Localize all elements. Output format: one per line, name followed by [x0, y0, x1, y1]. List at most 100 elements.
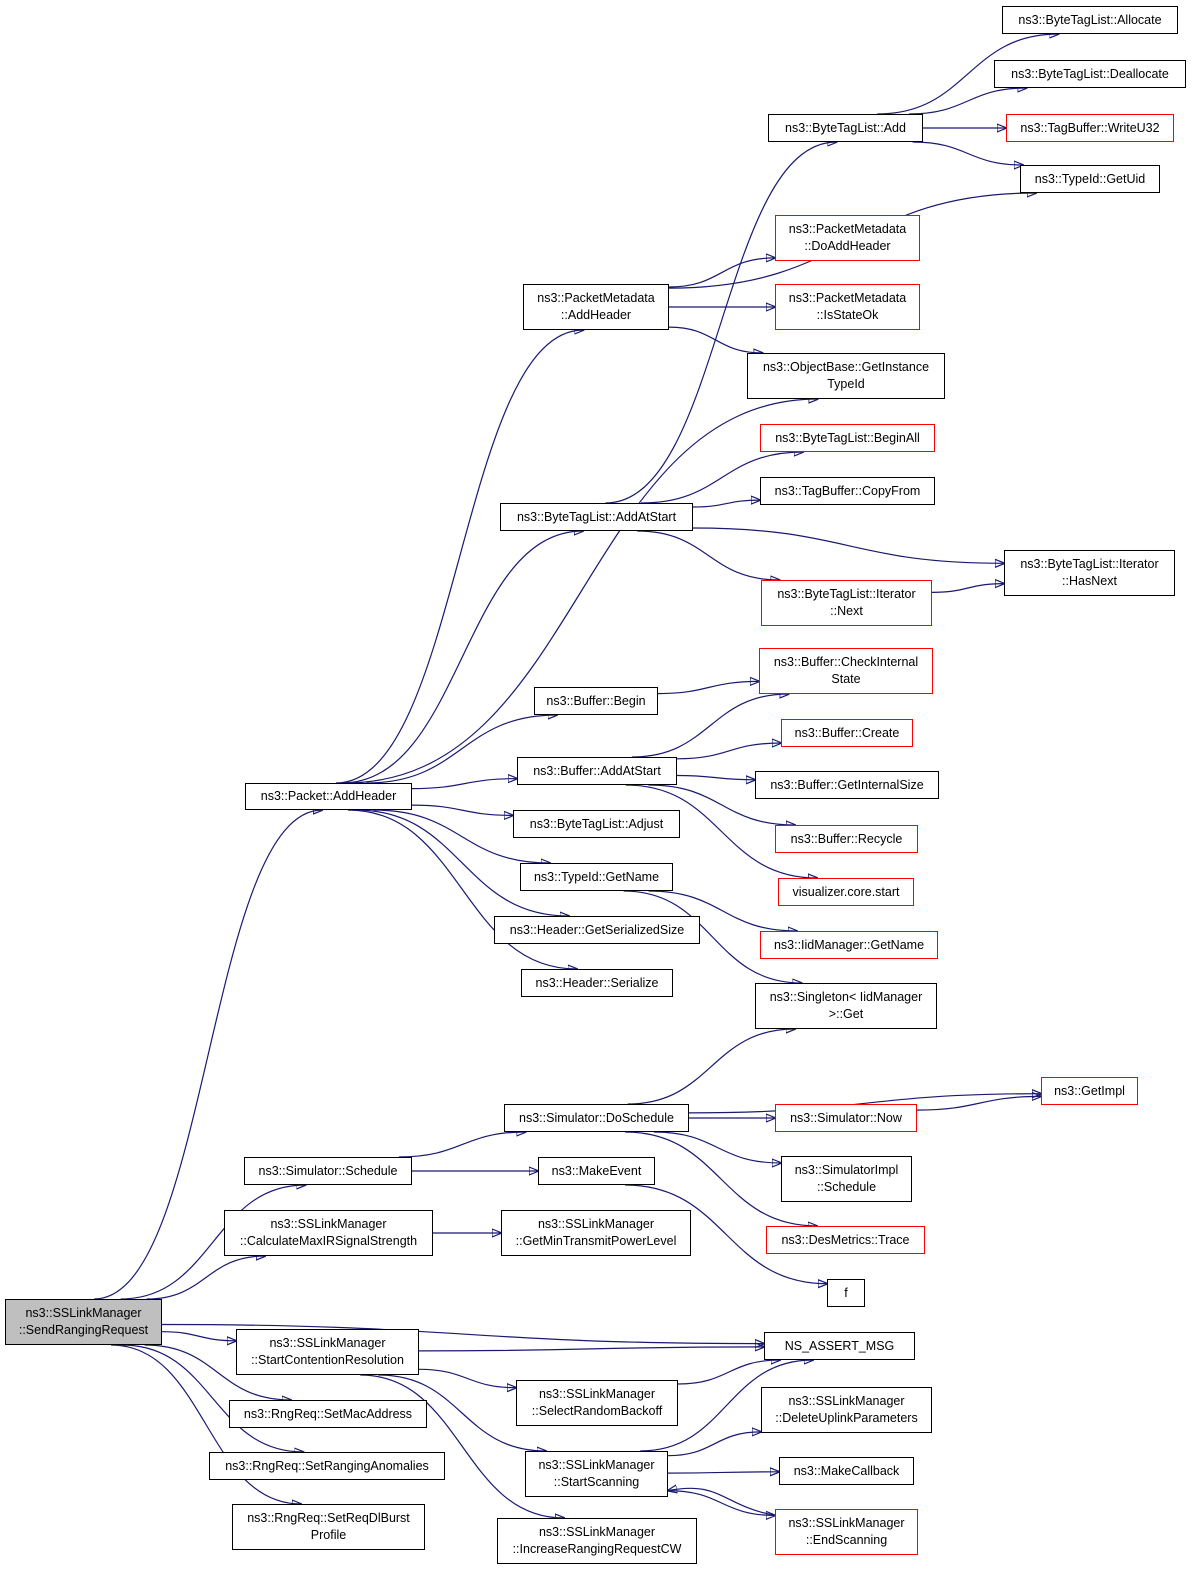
node-label-line: ns3::SSLinkManager	[25, 1306, 142, 1320]
node-label-line: ns3::TagBuffer::CopyFrom	[774, 483, 921, 498]
node-send-ranging: ns3::SSLinkManager::SendRangingRequest	[5, 1299, 162, 1345]
node-tb-copy-from[interactable]: ns3::TagBuffer::CopyFrom	[760, 477, 935, 505]
edge-btl-add-to-btl-deallocate	[908, 88, 1027, 115]
node-label-line: ns3::TypeId::GetUid	[1034, 171, 1146, 186]
node-btl-allocate[interactable]: ns3::ByteTagList::Allocate	[1002, 6, 1178, 34]
node-set-anomalies[interactable]: ns3::RngReq::SetRangingAnomalies	[209, 1452, 445, 1480]
node-btl-add[interactable]: ns3::ByteTagList::Add	[768, 114, 923, 142]
node-label-line: ns3::Simulator::Now	[790, 1110, 902, 1125]
node-select-backoff[interactable]: ns3::SSLinkManager::SelectRandomBackoff	[516, 1380, 678, 1426]
node-calc-max[interactable]: ns3::SSLinkManager::CalculateMaxIRSignal…	[224, 1210, 433, 1256]
node-label-line: ns3::Buffer::Recycle	[790, 831, 903, 846]
node-pm-do-add-header[interactable]: ns3::PacketMetadata::DoAddHeader	[775, 215, 920, 261]
node-typeid-get-name[interactable]: ns3::TypeId::GetName	[520, 863, 673, 891]
edge-send-ranging-to-set-mac	[144, 1344, 291, 1400]
node-label-line: TypeId	[827, 377, 865, 391]
node-sim-do-schedule[interactable]: ns3::Simulator::DoSchedule	[504, 1104, 689, 1132]
node-btl-begin-all[interactable]: ns3::ByteTagList::BeginAll	[760, 424, 935, 452]
node-label-line: Profile	[310, 1528, 347, 1542]
edge-sim-schedule-to-sim-do-schedule	[398, 1132, 526, 1158]
node-simimpl-schedule[interactable]: ns3::SimulatorImpl::Schedule	[781, 1156, 912, 1202]
node-label-line: ns3::ByteTagList::BeginAll	[775, 430, 920, 445]
node-label-line: ::Schedule	[816, 1180, 877, 1194]
edge-make-event-to-f	[625, 1184, 827, 1284]
node-start-scanning[interactable]: ns3::SSLinkManager::StartScanning	[525, 1451, 668, 1497]
node-pm-is-state-ok[interactable]: ns3::PacketMetadata::IsStateOk	[775, 284, 920, 330]
node-sim-schedule[interactable]: ns3::Simulator::Schedule	[244, 1157, 412, 1185]
edge-btl-add-to-btl-allocate	[877, 34, 1058, 115]
node-buf-create[interactable]: ns3::Buffer::Create	[781, 719, 913, 747]
node-buf-add-at-start[interactable]: ns3::Buffer::AddAtStart	[517, 757, 677, 785]
edge-pkt-add-header-to-btl-add-at-start	[341, 531, 583, 784]
edge-select-backoff-to-ns-assert-msg	[677, 1360, 780, 1385]
node-buf-begin[interactable]: ns3::Buffer::Begin	[534, 687, 658, 715]
edge-pkt-add-header-to-buf-add-at-start	[411, 779, 517, 790]
node-desmetrics-trace[interactable]: ns3::DesMetrics::Trace	[766, 1226, 925, 1254]
node-label-line: ns3::ByteTagList::Adjust	[529, 816, 664, 831]
node-label-line: ns3::Buffer::AddAtStart	[533, 763, 661, 778]
edge-end-scanning-to-start-scanning	[668, 1488, 776, 1516]
node-label-line: ns3::Simulator::Schedule	[258, 1163, 398, 1178]
node-buf-recycle[interactable]: ns3::Buffer::Recycle	[775, 825, 918, 853]
node-label-line: ns3::ByteTagList::AddAtStart	[516, 509, 677, 524]
node-increase-cw[interactable]: ns3::SSLinkManager::IncreaseRangingReque…	[497, 1518, 697, 1564]
edge-send-ranging-to-sim-schedule	[120, 1185, 306, 1300]
node-hdr-get-ser-size[interactable]: ns3::Header::GetSerializedSize	[494, 916, 700, 944]
node-label-line: ns3::ObjectBase::GetInstance	[762, 360, 930, 374]
node-pkt-add-header[interactable]: ns3::Packet::AddHeader	[245, 783, 412, 810]
edge-pkt-add-header-to-buf-begin	[366, 715, 557, 784]
node-delete-uplink[interactable]: ns3::SSLinkManager::DeleteUplinkParamete…	[761, 1387, 932, 1433]
node-singleton-get[interactable]: ns3::Singleton< IidManager>::Get	[755, 983, 937, 1029]
node-label-line: ns3::IidManager::GetName	[773, 937, 925, 952]
node-tb-write-u32[interactable]: ns3::TagBuffer::WriteU32	[1006, 114, 1174, 142]
node-get-impl[interactable]: ns3::GetImpl	[1041, 1077, 1138, 1105]
edge-send-ranging-to-calc-max	[146, 1256, 265, 1300]
node-start-contention[interactable]: ns3::SSLinkManager::StartContentionResol…	[236, 1329, 419, 1375]
node-f[interactable]: f	[827, 1279, 865, 1307]
edge-pkt-add-header-to-btl-adjust	[411, 804, 513, 815]
node-buf-get-internal-size[interactable]: ns3::Buffer::GetInternalSize	[755, 771, 939, 799]
node-label-line: ns3::DesMetrics::Trace	[781, 1232, 910, 1247]
node-get-min-tx[interactable]: ns3::SSLinkManager::GetMinTransmitPowerL…	[501, 1210, 691, 1256]
node-set-mac[interactable]: ns3::RngReq::SetMacAddress	[229, 1400, 427, 1428]
node-ns-assert-msg[interactable]: NS_ASSERT_MSG	[764, 1332, 915, 1360]
node-btl-add-at-start[interactable]: ns3::ByteTagList::AddAtStart	[500, 503, 693, 531]
node-label-line: ns3::PacketMetadata	[537, 291, 655, 305]
edge-send-ranging-to-ns-assert-msg	[161, 1323, 764, 1344]
node-label-line: ::GetMinTransmitPowerLevel	[515, 1234, 677, 1248]
node-btl-iter-next[interactable]: ns3::ByteTagList::Iterator::Next	[761, 580, 932, 626]
node-btl-adjust[interactable]: ns3::ByteTagList::Adjust	[513, 810, 680, 838]
node-label-line: ::DoAddHeader	[804, 239, 891, 253]
edge-buf-add-at-start-to-buf-recycle	[648, 784, 795, 825]
node-label-line: ns3::RngReq::SetRangingAnomalies	[225, 1458, 429, 1473]
node-iid-get-name[interactable]: ns3::IidManager::GetName	[760, 931, 938, 959]
node-label-line: ns3::GetImpl	[1054, 1083, 1125, 1098]
node-label-line: ns3::TagBuffer::WriteU32	[1020, 120, 1160, 135]
node-label-line: ns3::Packet::AddHeader	[260, 789, 397, 803]
node-pm-add-header[interactable]: ns3::PacketMetadata::AddHeader	[523, 284, 669, 330]
node-typeid-get-uid[interactable]: ns3::TypeId::GetUid	[1020, 165, 1160, 193]
node-label-line: ns3::SSLinkManager	[538, 1458, 655, 1472]
node-hdr-serialize[interactable]: ns3::Header::Serialize	[521, 969, 673, 997]
node-sim-now[interactable]: ns3::Simulator::Now	[775, 1104, 917, 1132]
node-label-line: >::Get	[828, 1007, 864, 1021]
node-btl-iter-has-next[interactable]: ns3::ByteTagList::Iterator::HasNext	[1004, 550, 1175, 596]
node-end-scanning[interactable]: ns3::SSLinkManager::EndScanning	[775, 1509, 918, 1555]
node-label-line: ::Next	[830, 604, 863, 618]
node-label-line: visualizer.core.start	[792, 884, 900, 899]
edge-btl-add-at-start-to-btl-iter-next	[637, 530, 779, 580]
node-label-line: ns3::PacketMetadata	[788, 291, 907, 305]
edge-buf-begin-to-buf-check-internal	[657, 681, 759, 695]
node-make-event[interactable]: ns3::MakeEvent	[538, 1157, 655, 1185]
node-make-callback[interactable]: ns3::MakeCallback	[779, 1457, 914, 1485]
node-label-line: ::StartContentionResolution	[251, 1353, 404, 1367]
node-label-line: ::CalculateMaxIRSignalStrength	[239, 1234, 418, 1248]
node-btl-deallocate[interactable]: ns3::ByteTagList::Deallocate	[994, 60, 1186, 88]
node-vis-core-start[interactable]: visualizer.core.start	[778, 878, 914, 906]
node-label-line: ns3::Buffer::Begin	[546, 693, 646, 708]
node-label-line: ns3::MakeEvent	[551, 1163, 642, 1178]
